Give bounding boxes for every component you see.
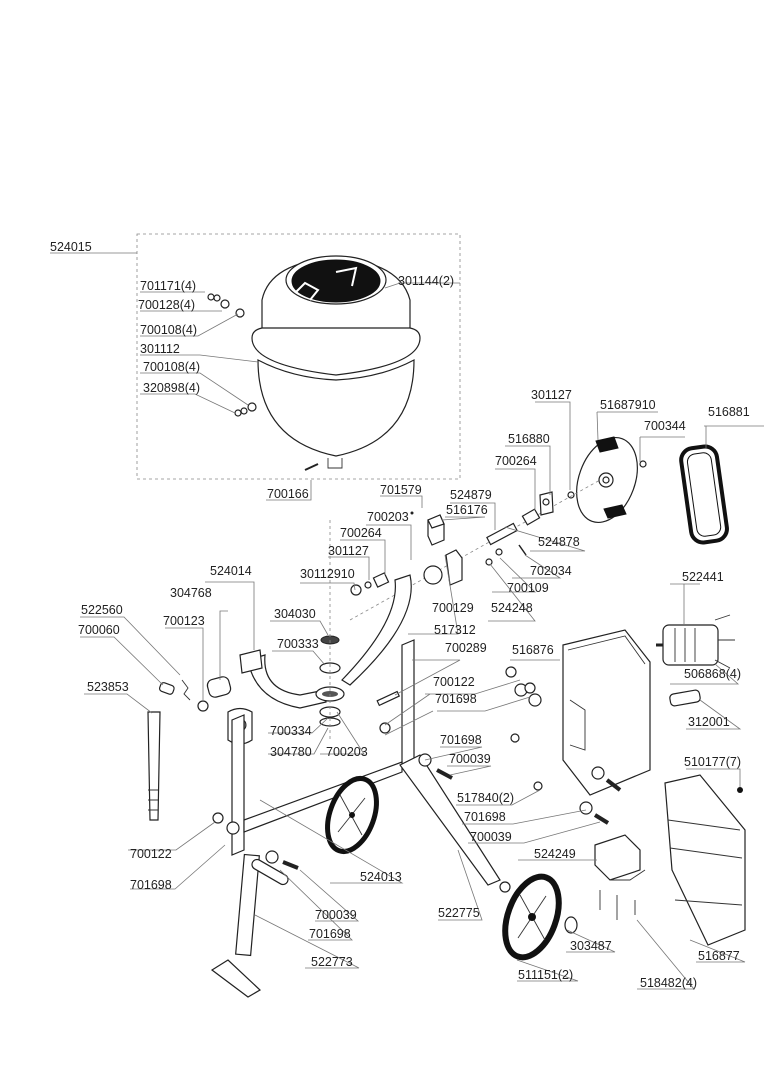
drive-belt-icon xyxy=(679,444,729,545)
label-303487[interactable]: 303487 xyxy=(570,939,612,953)
label-700108[interactable]: 700108(4) xyxy=(143,360,200,374)
label-506868[interactable]: 506868(4) xyxy=(684,667,741,681)
label-700128[interactable]: 700128(4) xyxy=(138,298,195,312)
label-524015[interactable]: 524015 xyxy=(50,240,92,254)
label-516881[interactable]: 516881 xyxy=(708,405,750,419)
label-701171[interactable]: 701171(4) xyxy=(140,279,196,293)
leg-stand-icon xyxy=(210,853,289,998)
assembly-group-box xyxy=(136,233,461,480)
label-700129[interactable]: 524248 xyxy=(491,601,533,615)
label-510177[interactable]: 510177(7) xyxy=(684,755,741,769)
label-304030[interactable]: 304030 xyxy=(274,607,316,621)
label-522441[interactable]: 522560 xyxy=(81,603,123,617)
label-523853[interactable]: 523853 xyxy=(87,680,129,694)
label-522560[interactable]: 304768 xyxy=(170,586,212,600)
label-700203[interactable]: 700203 xyxy=(367,510,409,524)
label-701698[interactable]: 701698 xyxy=(435,692,477,706)
label-312001[interactable]: 312001 xyxy=(688,715,730,729)
label-701579[interactable]: 701579 xyxy=(380,483,422,497)
label-522773[interactable]: 522773 xyxy=(311,955,353,969)
label-516877[interactable]: 516877 xyxy=(698,949,740,963)
label-51687910[interactable]: 51687910 xyxy=(600,398,656,412)
leader-lines xyxy=(50,252,764,990)
label-700264[interactable]: 700264 xyxy=(495,454,537,468)
label-700060[interactable]: 700060 xyxy=(78,623,120,637)
capacitor-icon xyxy=(669,689,701,707)
label-700122[interactable]: 700122 xyxy=(130,847,172,861)
label-511151[interactable]: 511151(2) xyxy=(518,968,573,982)
switch-box-icon xyxy=(594,834,646,920)
label-701698[interactable]: 701698 xyxy=(130,878,172,892)
part-labels: 524015 701171(4) 700128(4) 700108(4) 301… xyxy=(50,240,750,990)
label-30112910[interactable]: 30112910 xyxy=(300,567,355,581)
label-304780[interactable]: 304780 xyxy=(270,745,312,759)
cover-icon xyxy=(664,774,746,946)
label-516876[interactable]: 516876 xyxy=(512,643,554,657)
label-700122[interactable]: 700122 xyxy=(433,675,475,689)
label-301127[interactable]: 301127 xyxy=(328,544,369,558)
drum-support-arm-icon xyxy=(239,520,412,740)
label-700203[interactable]: 700203 xyxy=(326,745,368,759)
label-700264[interactable]: 700264 xyxy=(340,526,382,540)
label-700109[interactable]: 700109 xyxy=(507,581,549,595)
wheel-icon xyxy=(325,776,379,854)
label-701698[interactable]: 701698 xyxy=(309,927,351,941)
label-701698[interactable]: 701698 xyxy=(464,810,506,824)
label-518482[interactable]: 518482(4) xyxy=(640,976,697,990)
drum-bolts-icon xyxy=(207,293,257,417)
label-522775[interactable]: 522775 xyxy=(438,906,480,920)
tilt-handle-icon xyxy=(147,711,161,821)
label-701698[interactable]: 701698 xyxy=(440,733,482,747)
label-700344[interactable]: 700344 xyxy=(644,419,686,433)
label-516880[interactable]: 516880 xyxy=(508,432,550,446)
label-524013[interactable]: 524013 xyxy=(360,870,402,884)
label-516176[interactable]: 516176 xyxy=(446,503,488,517)
label-301144[interactable]: 301144(2) xyxy=(398,274,454,288)
label-320898[interactable]: 320898(4) xyxy=(143,381,200,395)
motor-icon xyxy=(656,614,735,669)
label-524249[interactable]: 524249 xyxy=(534,847,576,861)
label-700108[interactable]: 700108(4) xyxy=(140,323,197,337)
label-517840[interactable]: 517840(2) xyxy=(457,791,514,805)
label-700166[interactable]: 700166 xyxy=(267,487,309,501)
label-524014[interactable]: 524014 xyxy=(210,564,252,578)
label-700334[interactable]: 700334 xyxy=(270,724,312,738)
label-700333[interactable]: 700333 xyxy=(277,637,319,651)
rear-wheel-icon xyxy=(502,873,578,961)
drum-icon xyxy=(251,255,421,471)
shaft-assembly-icon xyxy=(349,479,601,621)
label-700039[interactable]: 700039 xyxy=(449,752,491,766)
pulley-icon xyxy=(567,436,647,524)
label-301112[interactable]: 301112 xyxy=(140,342,180,356)
label-700123[interactable]: 700123 xyxy=(163,614,205,628)
label-700039[interactable]: 700039 xyxy=(315,908,357,922)
label-700289[interactable]: 700289 xyxy=(445,641,487,655)
label-524879[interactable]: 524879 xyxy=(450,488,492,502)
label-702034[interactable]: 702034 xyxy=(530,564,572,578)
label-301127[interactable]: 301127 xyxy=(531,388,572,402)
label-304768[interactable]: 700129 xyxy=(432,601,474,615)
label-524878[interactable]: 524878 xyxy=(538,535,580,549)
label-524248[interactable]: 522441 xyxy=(682,570,724,584)
label-700039[interactable]: 700039 xyxy=(470,830,512,844)
motor-housing-icon xyxy=(562,629,651,796)
label-517312[interactable]: 517312 xyxy=(434,623,476,637)
